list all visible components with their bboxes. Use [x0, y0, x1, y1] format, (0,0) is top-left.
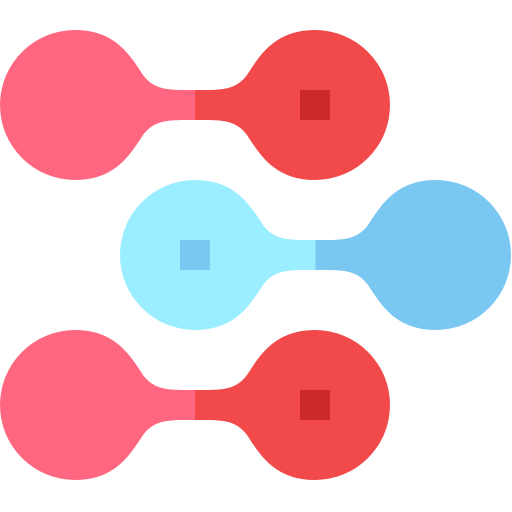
bottom-bond-left-atom	[0, 330, 195, 480]
bottom-bond-marker	[300, 390, 330, 420]
middle-bond-left-atom	[120, 180, 316, 330]
middle-bond	[120, 180, 511, 330]
top-bond-right-atom	[195, 30, 390, 180]
top-bond	[0, 30, 390, 180]
top-bond-left-atom	[0, 30, 195, 180]
top-bond-marker	[300, 90, 330, 120]
middle-bond-marker	[180, 240, 210, 270]
bottom-bond-right-atom	[195, 330, 390, 480]
middle-bond-right-atom	[315, 180, 511, 330]
bottom-bond	[0, 330, 390, 480]
